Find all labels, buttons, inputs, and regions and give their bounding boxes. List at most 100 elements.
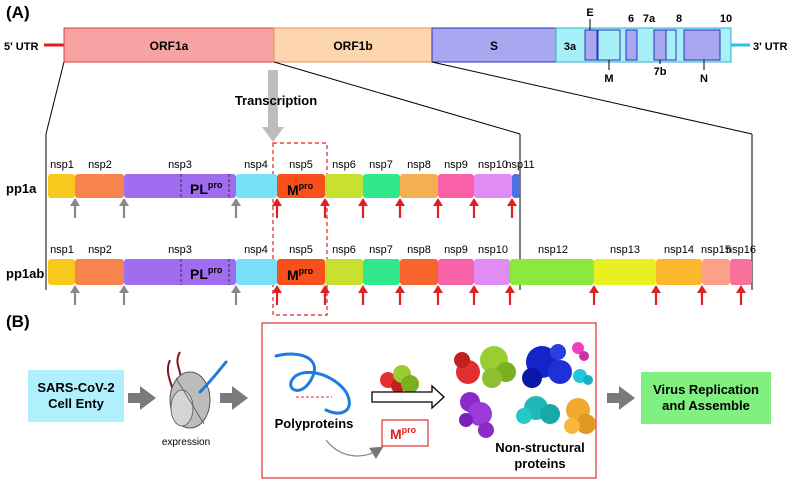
stage-arrow-2 [220, 386, 248, 410]
nsp-blob-red-green [454, 346, 516, 388]
pp1ab-segment-nsp8 [400, 259, 438, 285]
mpro-enzyme-label: Mpro [390, 425, 417, 442]
pp1a-label-nsp2: nsp2 [88, 159, 112, 171]
pp1a-segment-nsp1 [48, 174, 75, 198]
pp1ab-segment-nsp4 [236, 259, 277, 285]
pp1a-label: pp1a [6, 181, 37, 196]
pp1ab-cleavage-red-7 [589, 285, 599, 305]
pp1ab-label-nsp14: nsp14 [664, 244, 694, 256]
pp1ab-segment-nsp2 [75, 259, 124, 285]
replication-box: Virus Replication and Assemble [641, 372, 771, 424]
pp1ab-label-nsp10: nsp10 [478, 244, 508, 256]
polyproteins-label: Polyproteins [275, 416, 354, 431]
nsp-blob-cyan-small [573, 369, 593, 385]
pp1ab-cleavage-red-5 [469, 285, 479, 305]
pp1a-segment-nsp7 [363, 174, 400, 198]
pp1ab-label-nsp6: nsp6 [332, 244, 356, 256]
pp1ab-label-nsp3: nsp3 [168, 244, 192, 256]
pp1ab-segment-nsp12 [510, 259, 594, 285]
gene-3a-label: 3a [564, 41, 577, 53]
pp1ab-cleavage-red-9 [697, 285, 707, 305]
pp1ab-segment-nsp16 [730, 259, 752, 285]
processing-arrow [371, 384, 445, 410]
nsp-blob-orange [564, 398, 596, 434]
panel-a-label: (A) [6, 3, 30, 22]
gene-7a-label: 7a [643, 13, 656, 25]
process-box [261, 322, 597, 479]
pp1a-cleavage-red-6 [507, 198, 517, 218]
pp1a-label-nsp9: nsp9 [444, 159, 468, 171]
gene-m-box [597, 29, 621, 61]
gene-e-label: E [586, 7, 593, 19]
pp1a-label-nsp7: nsp7 [369, 159, 393, 171]
stage-arrow-3 [607, 386, 635, 410]
mpro-enzyme-box [381, 419, 429, 447]
panel-b-label: (B) [6, 312, 30, 331]
pp1ab-segment-nsp9 [438, 259, 474, 285]
pp1a-cleavage-gray-0 [70, 198, 80, 218]
utr3-label: 3' UTR [753, 41, 787, 53]
utr5-label: 5' UTR [4, 41, 38, 53]
pp1ab-cleavage-red-10 [736, 285, 746, 305]
pp1ab-label-nsp13: nsp13 [610, 244, 640, 256]
pp1ab-label-nsp7: nsp7 [369, 244, 393, 256]
nsp-blob-pink [572, 342, 589, 361]
pp1a-cleavage-red-2 [358, 198, 368, 218]
entry-line1: SARS-CoV-2 [37, 380, 115, 395]
nonstructural-label-line1: Non-structural [495, 440, 585, 455]
pp1ab-cleavage-red-0 [272, 285, 282, 305]
pp1ab-segment-nsp6 [325, 259, 363, 285]
s-label: S [490, 39, 498, 53]
expression-label: expression [162, 437, 210, 448]
pp1a-label-nsp3: nsp3 [168, 159, 192, 171]
pp1a-label-nsp1: nsp1 [50, 159, 74, 171]
pp1a-cleavage-red-1 [320, 198, 330, 218]
pp1a-segment-nsp9 [438, 174, 474, 198]
pp1a-cleavage-gray-2 [231, 198, 241, 218]
pp1ab-cleavage-red-1 [320, 285, 330, 305]
pp1ab-label-nsp15: nsp15 [701, 244, 731, 256]
gene-n-label: N [700, 73, 708, 85]
pp1ab-label-nsp5: nsp5 [289, 244, 313, 256]
entry-box: SARS-CoV-2 Cell Enty [28, 370, 124, 422]
mpro-label-pp1ab: Mpro [287, 266, 314, 283]
pp1a-cleavage-red-4 [433, 198, 443, 218]
orf1b-box [273, 27, 433, 63]
pp1ab-cleavage-red-6 [505, 285, 515, 305]
pp1ab-segment-nsp7 [363, 259, 400, 285]
gene-6-label: 6 [628, 13, 634, 25]
pp1a-label-nsp5: nsp5 [289, 159, 313, 171]
gene-n-box [683, 29, 721, 61]
pp1a-segment-nsp8 [400, 174, 438, 198]
mpro-curved-arrow [325, 439, 384, 459]
gene-7a-box [653, 29, 667, 61]
pp1a-segment-nsp5 [277, 174, 325, 198]
pp1ab-label-nsp4: nsp4 [244, 244, 268, 256]
pp1a-segment-nsp6 [325, 174, 363, 198]
gene-e-box [584, 29, 598, 61]
pp1a-segment-nsp11 [512, 174, 520, 198]
cleavage-arrows [70, 198, 746, 305]
pp1a-label-nsp11: nsp11 [505, 159, 534, 171]
pp1a-segment-nsp2 [75, 174, 124, 198]
mpro-label-pp1a: Mpro [287, 181, 314, 198]
entry-line2: Cell Enty [48, 396, 104, 411]
pp1a-segment-nsp3 [124, 174, 236, 198]
pp1ab-label-nsp9: nsp9 [444, 244, 468, 256]
pp1ab-segment-nsp13 [594, 259, 656, 285]
projection-lines [45, 61, 753, 290]
pp1a-cleavage-red-3 [395, 198, 405, 218]
pp1a-label-nsp4: nsp4 [244, 159, 268, 171]
mpro-structure [380, 365, 419, 393]
pp1ab-cleavage-gray-0 [70, 285, 80, 305]
pp1ab-label: pp1ab [6, 266, 44, 281]
ribosome-illustration [167, 351, 228, 429]
pp1ab-segment-nsp5 [277, 259, 325, 285]
pp1a-cleavage-gray-1 [119, 198, 129, 218]
pp1ab-cleavage-red-3 [395, 285, 405, 305]
gene-6-box [625, 29, 638, 61]
pp1ab-label-nsp1: nsp1 [50, 244, 74, 256]
nsp-blob-teal [516, 396, 560, 424]
